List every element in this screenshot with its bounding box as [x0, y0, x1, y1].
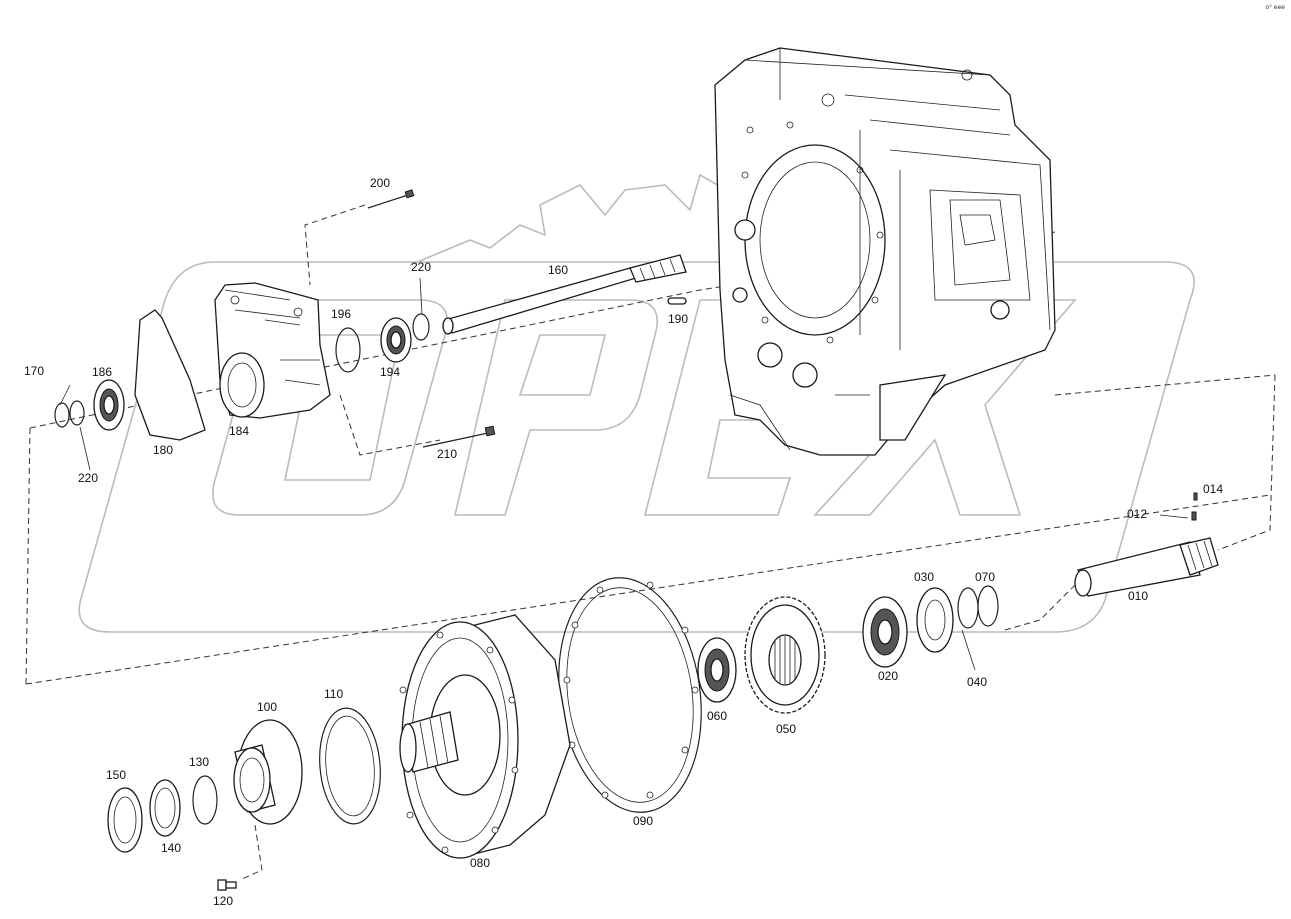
part-050-gear [744, 596, 826, 714]
label-part-180: 180 [153, 443, 174, 457]
transmission-housing [714, 47, 1056, 456]
label-part-020: 020 [878, 669, 899, 683]
label-part-160: 160 [548, 263, 569, 277]
label-part-220-lower: 220 [78, 471, 99, 485]
label-part-170: 170 [24, 364, 45, 378]
part-180-gasket [134, 309, 206, 441]
label-part-130: 130 [189, 755, 210, 769]
label-part-184: 184 [229, 424, 250, 438]
housing-valve-block [949, 199, 1011, 286]
housing-foot [729, 394, 870, 451]
label-part-200: 200 [370, 176, 391, 190]
label-part-014: 014 [1203, 482, 1224, 496]
label-part-100: 100 [257, 700, 278, 714]
part-196-ring [335, 327, 361, 373]
housing-top-face [744, 48, 1011, 335]
label-part-190: 190 [668, 312, 689, 326]
assembly-line-120 [239, 824, 263, 881]
part-070-ring [957, 587, 979, 629]
part-100-flange [233, 719, 303, 825]
part-030-disc [916, 587, 954, 653]
assembly-line-left-drop [25, 427, 31, 685]
part-060-bearing [697, 637, 737, 703]
housing-rib [879, 374, 947, 441]
label-part-060: 060 [707, 709, 728, 723]
label-part-090: 090 [633, 814, 654, 828]
part-194-bearing [380, 317, 412, 363]
corner-mark: o° eee [1265, 4, 1285, 11]
housing-port-3 [734, 219, 756, 241]
housing-port-5 [732, 287, 748, 303]
label-part-070: 070 [975, 570, 996, 584]
part-012-pin [1191, 511, 1197, 521]
label-part-050: 050 [776, 722, 797, 736]
label-part-194: 194 [380, 365, 401, 379]
housing-port-2 [792, 362, 818, 388]
assembly-line-right-drop [1217, 374, 1276, 551]
part-210-bolt [422, 425, 496, 448]
part-220-snap-ring-lower [69, 400, 85, 426]
part-200-bolt [367, 189, 415, 209]
part-020-bearing [862, 596, 908, 668]
housing-side-face [889, 149, 1051, 350]
label-part-186: 186 [92, 365, 113, 379]
housing-bolt-circle [741, 69, 973, 344]
label-part-030: 030 [914, 570, 935, 584]
part-010-shaft [1074, 537, 1219, 597]
label-part-220-upper: 220 [411, 260, 432, 274]
leader-lines [59, 277, 423, 471]
part-160-shaft [442, 254, 687, 335]
label-part-040: 040 [967, 675, 988, 689]
housing-port-4 [990, 300, 1010, 320]
label-part-196: 196 [331, 307, 352, 321]
assembly-line-010-right [1004, 579, 1081, 631]
part-090-gasket [558, 577, 702, 813]
part-184-cover [214, 282, 331, 419]
part-140-seal [149, 779, 181, 837]
label-part-120: 120 [213, 894, 234, 908]
housing-bore [744, 144, 886, 336]
leader-040 [961, 629, 976, 671]
housing-port-1 [757, 342, 783, 368]
label-part-010: 010 [1128, 589, 1149, 603]
assembly-line-200 [304, 204, 366, 286]
label-part-210: 210 [437, 447, 458, 461]
part-120-screw [217, 879, 237, 891]
part-220-snap-ring-upper [412, 313, 430, 341]
watermark-frame [78, 261, 1195, 633]
label-part-080: 080 [470, 856, 491, 870]
label-part-140: 140 [161, 841, 182, 855]
leader-012 [1159, 514, 1189, 519]
part-110-gasket [319, 707, 381, 825]
part-080-planetary-housing [399, 614, 571, 859]
part-070-ring-2 [977, 585, 999, 627]
label-part-012: 012 [1127, 507, 1148, 521]
assembly-line-210 [339, 394, 441, 456]
assembly-line-top-right [1054, 374, 1276, 396]
part-186-bearing [93, 379, 125, 431]
part-190-key [667, 297, 687, 305]
part-014-pin [1193, 492, 1198, 501]
part-170-ring [54, 402, 70, 428]
label-part-150: 150 [106, 768, 127, 782]
label-part-110: 110 [324, 687, 344, 701]
part-150-ring [107, 787, 143, 853]
watermark-letter-p [453, 299, 658, 516]
housing-bore-inner [759, 161, 871, 319]
part-130-ring [192, 775, 218, 825]
